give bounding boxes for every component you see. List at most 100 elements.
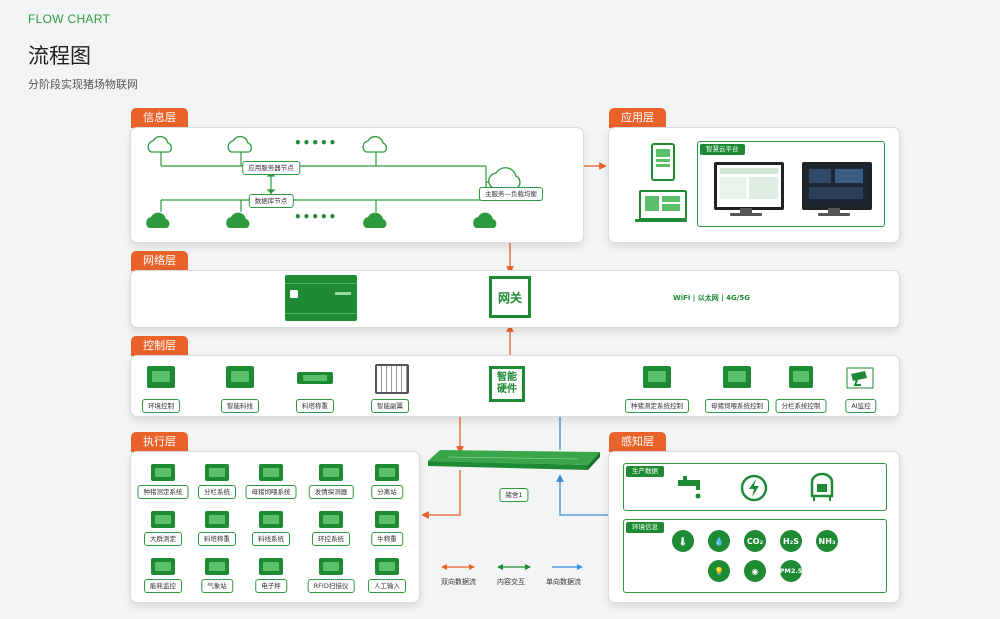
control-layer-panel: 环境控制 智能料线 料塔称重 智能副翼 智能硬件 种猪测定系统控制 母猪饲喂系统… — [130, 355, 900, 417]
exec-item-icon — [151, 511, 175, 528]
exec-item-12: 电子秤 — [255, 579, 287, 593]
pm25-sensor-icon: PM2.5 — [780, 560, 802, 582]
lightning-icon — [740, 474, 768, 502]
smart-flap-icon — [375, 364, 409, 394]
more-db-dots: ••••• — [294, 210, 338, 224]
db-node-label: 数据库节点 — [248, 194, 294, 208]
more-nodes-dots: ••••• — [294, 136, 338, 150]
control-item-2: 料塔称重 — [296, 399, 334, 413]
water-drop-icon: 💧 — [708, 530, 730, 552]
exec-item-icon — [205, 464, 229, 481]
thermometer-icon: 🌡 — [672, 530, 694, 552]
exec-item-icon — [259, 511, 283, 528]
exec-item-icon — [319, 464, 343, 481]
pig-house-icon — [428, 450, 600, 470]
control-item-5: 母猪饲喂系统控制 — [705, 399, 769, 413]
phone-icon — [651, 143, 675, 181]
sense-layer-panel: 生产数据 环境信息 🌡 💧 CO₂ H₂S NH₃ 💡 ◉ PM2.5 — [608, 451, 900, 603]
page-subtitle: 分阶段实现猪场物联网 — [28, 78, 138, 91]
app-layer-panel: 智慧云平台 — [608, 127, 900, 243]
tab-info-layer: 信息层 — [131, 108, 188, 128]
legend-unidirectional: 单向数据流 — [546, 578, 581, 586]
exec-item-icon — [375, 511, 399, 528]
exec-item-3: 发情探测器 — [308, 485, 354, 499]
exec-item-icon — [375, 464, 399, 481]
production-data-label: 生产数据 — [626, 466, 664, 477]
laptop-icon — [639, 190, 687, 220]
legend-interaction: 内容交互 — [497, 578, 525, 586]
exec-item-13: RFID扫描仪 — [307, 579, 355, 593]
tab-network-layer: 网络层 — [131, 251, 188, 271]
control-item-0: 环境控制 — [142, 399, 180, 413]
tab-app-layer: 应用层 — [609, 108, 666, 128]
tab-sense-layer: 感知层 — [609, 432, 666, 452]
router-device-icon — [285, 275, 357, 321]
silo-weighing-device-icon — [297, 372, 333, 384]
sow-feeding-device-icon — [723, 366, 751, 388]
exec-item-icon — [375, 558, 399, 575]
cloud-platform-label: 智慧云平台 — [700, 144, 745, 155]
exec-item-7: 料线系统 — [252, 532, 290, 546]
light-bulb-icon: 💡 — [708, 560, 730, 582]
environment-info-frame: 环境信息 🌡 💧 CO₂ H₂S NH₃ 💡 ◉ PM2.5 — [623, 519, 887, 593]
exec-item-14: 人工输入 — [368, 579, 406, 593]
exec-item-5: 大群测定 — [144, 532, 182, 546]
noise-sensor-icon: ◉ — [744, 560, 766, 582]
control-item-4: 种猪测定系统控制 — [625, 399, 689, 413]
gateway-box: 网关 — [489, 276, 531, 318]
refresh-cloud-icon — [362, 135, 388, 153]
pig-house-label: 猪舍1 — [499, 488, 529, 502]
exec-item-icon — [259, 464, 283, 481]
exec-item-0: 种猪测定系统 — [137, 485, 189, 499]
exec-item-icon — [205, 511, 229, 528]
network-layer-panel: 网关 WiFi | 以太网 | 4G/5G — [130, 270, 900, 328]
exec-item-icon — [205, 558, 229, 575]
breeding-test-device-icon — [643, 366, 671, 388]
control-item-7: AI监控 — [845, 399, 877, 413]
exec-item-icon — [151, 464, 175, 481]
monitor-icon — [802, 162, 872, 210]
network-protocols: WiFi | 以太网 | 4G/5G — [673, 294, 750, 302]
env-control-device-icon — [147, 366, 175, 388]
tab-control-layer: 控制层 — [131, 336, 188, 356]
exec-item-6: 料塔称重 — [198, 532, 236, 546]
exec-item-2: 母猪饲喂系统 — [245, 485, 297, 499]
refresh-cloud-icon — [147, 135, 173, 153]
exec-item-9: 牛称重 — [371, 532, 403, 546]
exec-item-11: 气象站 — [201, 579, 233, 593]
exec-layer-panel: 种猪测定系统分栏系统母猪饲喂系统发情探测器 分离站大群测定 料塔称重 料线系统 环控系统… — [130, 451, 420, 603]
co2-sensor-icon: CO₂ — [744, 530, 766, 552]
nh3-sensor-icon: NH₃ — [816, 530, 838, 552]
exec-item-8: 环控系统 — [312, 532, 350, 546]
faucet-icon — [678, 476, 701, 499]
environment-info-label: 环境信息 — [626, 522, 664, 533]
exec-item-icon — [259, 558, 283, 575]
exec-item-10: 能耗监控 — [144, 579, 182, 593]
monitor-icon — [714, 162, 784, 210]
exec-item-icon — [151, 558, 175, 575]
legend-bidirectional: 双向数据流 — [441, 578, 476, 586]
exec-item-icon — [319, 511, 343, 528]
feed-line-device-icon — [226, 366, 254, 388]
info-network-lines — [146, 135, 521, 228]
exec-item-1: 分栏系统 — [198, 485, 236, 499]
silo-icon — [810, 472, 834, 501]
exec-item-icon — [319, 558, 343, 575]
control-item-1: 智能料线 — [221, 399, 259, 413]
cloud-platform-frame: 智慧云平台 — [697, 141, 885, 227]
h2s-sensor-icon: H₂S — [780, 530, 802, 552]
app-server-node-label: 应用服务器节点 — [242, 161, 300, 175]
main-server-label: 主服务—负载均衡 — [479, 187, 543, 201]
exec-item-4: 分离站 — [371, 485, 403, 499]
production-data-frame: 生产数据 — [623, 463, 887, 511]
legend-lines — [441, 564, 583, 570]
eyebrow-label: FLOW CHART — [28, 12, 111, 26]
page-title: 流程图 — [28, 44, 91, 68]
smart-hardware-box: 智能硬件 — [489, 366, 525, 402]
control-item-3: 智能副翼 — [371, 399, 409, 413]
control-item-6: 分栏系统控制 — [775, 399, 827, 413]
tab-exec-layer: 执行层 — [131, 432, 188, 452]
info-layer-panel: ••••• ••••• 应用服务器节点 数据库节点 主服务—负载均衡 — [130, 127, 584, 243]
main-server-cloud-icon — [488, 167, 521, 189]
sorting-device-icon — [789, 366, 813, 388]
